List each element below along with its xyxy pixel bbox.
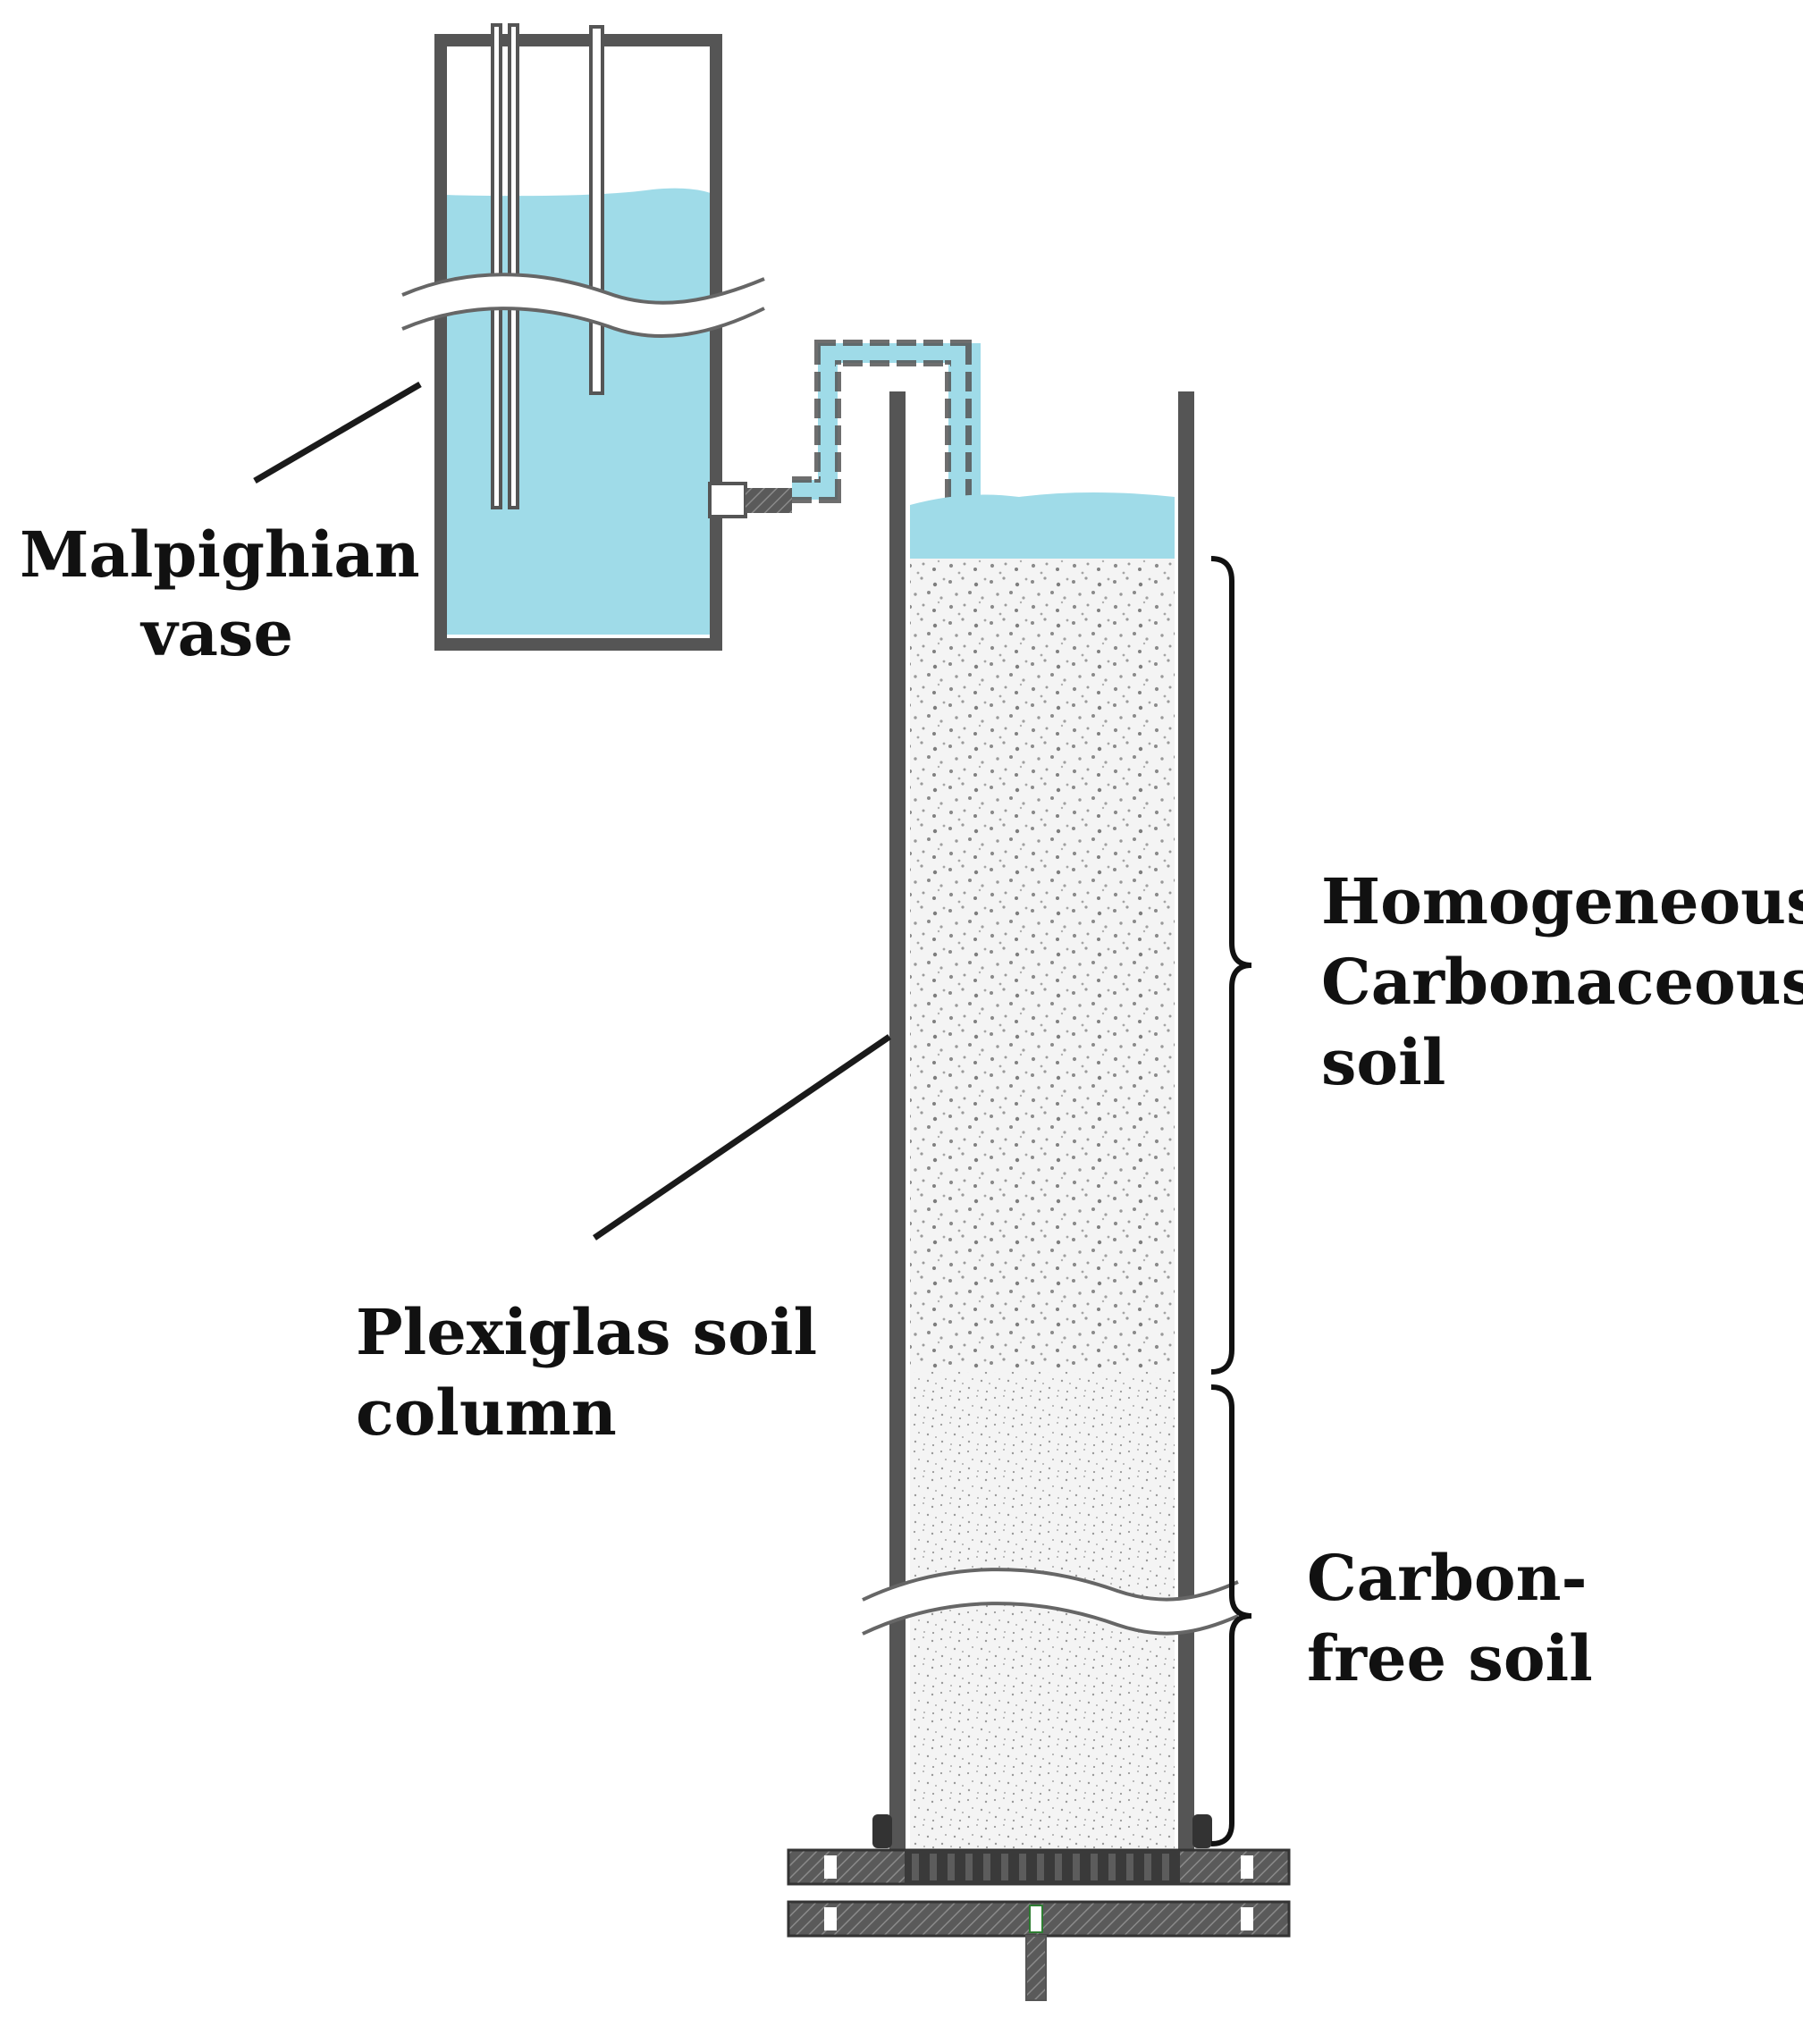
connecting-tube <box>792 340 981 510</box>
carbon-free-soil-brace <box>1210 1384 1252 1846</box>
vase-leader-line <box>253 381 422 484</box>
homogeneous-soil-brace <box>1210 556 1252 1375</box>
vase-outlet-fitting <box>708 482 747 518</box>
ponded-water <box>910 492 1175 563</box>
carbon-free-soil-label-line2: free soil <box>1307 1621 1593 1695</box>
vase-break-mark <box>402 274 764 337</box>
malpighian-vase-label-line1: Malpighian <box>20 517 420 592</box>
malpighian-vase-label-line2: vase <box>139 596 293 670</box>
vase-water <box>442 188 711 635</box>
malpighian-vase <box>401 23 792 651</box>
vase-air-tube-middle <box>508 23 519 509</box>
column-right-wall <box>1178 391 1194 1850</box>
homogeneous-carbonaceous-soil-fill <box>910 559 1175 1372</box>
plexiglas-column-label-line2: column <box>356 1375 617 1450</box>
plexiglas-column-label-line1: Plexiglas soil <box>356 1295 817 1369</box>
homogeneous-soil-label-line1: Homogeneous <box>1321 864 1803 938</box>
column-break-mark <box>863 1569 1238 1634</box>
column-leader-line <box>593 1034 891 1241</box>
drain-outlet <box>1025 1935 1047 2001</box>
column-left-wall <box>889 391 906 1850</box>
homogeneous-soil-label-line3: soil <box>1321 1025 1445 1099</box>
vase-air-tube-left <box>491 23 502 509</box>
plexiglas-soil-column <box>862 391 1239 1850</box>
vase-inlet-tube <box>589 25 604 395</box>
homogeneous-soil-label-line2: Carbonaceous <box>1321 945 1803 1019</box>
carbon-free-soil-label-line1: Carbon- <box>1307 1541 1588 1615</box>
column-base <box>787 1848 1291 2001</box>
